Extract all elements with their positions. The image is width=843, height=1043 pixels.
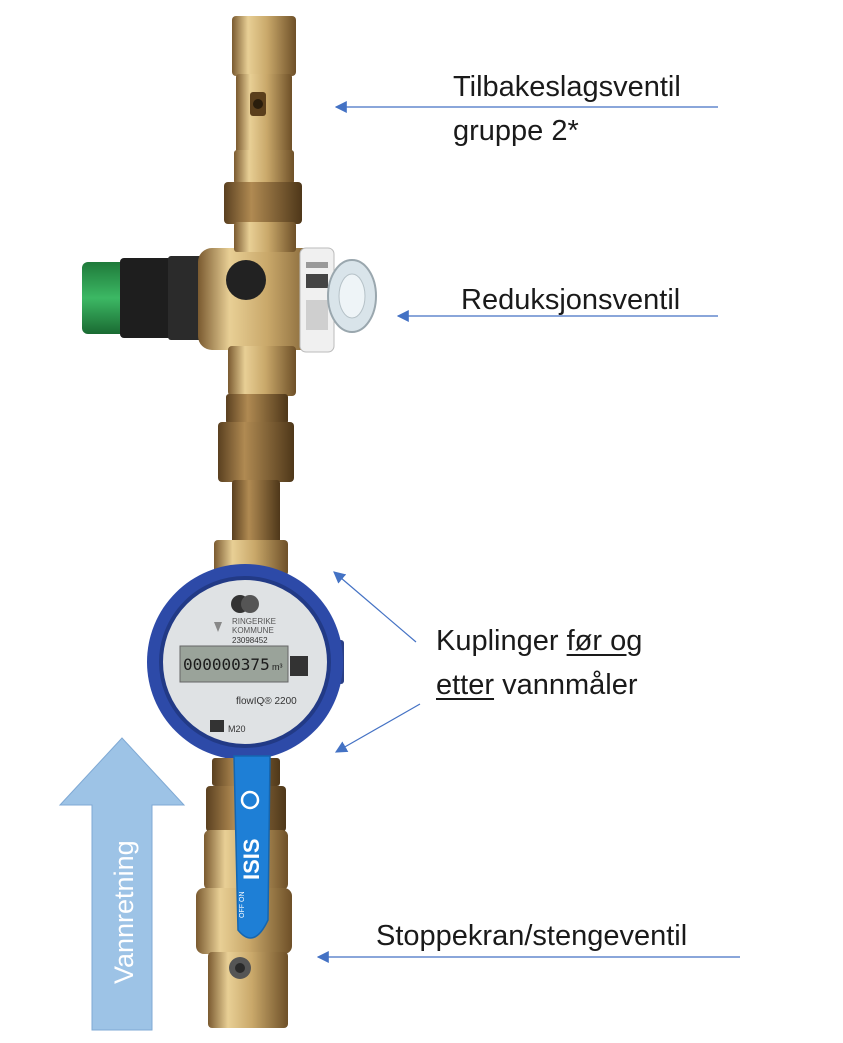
couplings-label-underlined1: før og [566,625,643,657]
check-valve-label-line1: Tilbakeslagsventil [453,71,681,103]
flow-direction-label: Vannretning [109,840,139,984]
valve-handle-brand: ISIS [239,838,264,880]
flow-arrow-icon [58,737,186,1031]
valve-handle [233,755,271,939]
water-meter [147,564,344,760]
couplings-label-underlined2: etter [436,669,495,701]
check-valve-label-line2: gruppe 2* [453,115,579,147]
pointer-arrow-icon [334,703,421,753]
valve-handle-on: ON [239,892,246,903]
flow-direction-label-box: Vannretning [109,840,139,984]
stop-valve-label: Stoppekran/stengeventil [376,920,688,952]
reducing-valve [82,222,377,396]
meter-model: flowIQ® 2200 [236,696,297,707]
meter-approval: M20 [228,724,246,734]
pointer-arrow-icon [333,571,417,643]
meter-reading: 000000375 [183,655,270,674]
coupling-pipe [214,394,294,576]
reducing-valve-label: Reduksjonsventil [461,284,681,316]
valve-handle-off: OFF [239,904,246,918]
couplings-label-text2: vannmåler [494,669,638,701]
couplings-label-line1: Kuplinger før og [436,623,642,659]
check-valve [224,16,302,224]
couplings-label-line2: etter vannmåler [436,667,638,703]
couplings-label-text1: Kuplinger [436,625,567,657]
meter-reading-unit: m³ [272,662,283,672]
meter-serial: 23098452 [232,636,268,645]
meter-owner-line2: KOMMUNE [232,626,274,635]
meter-owner-line1: RINGERIKE [232,617,276,626]
